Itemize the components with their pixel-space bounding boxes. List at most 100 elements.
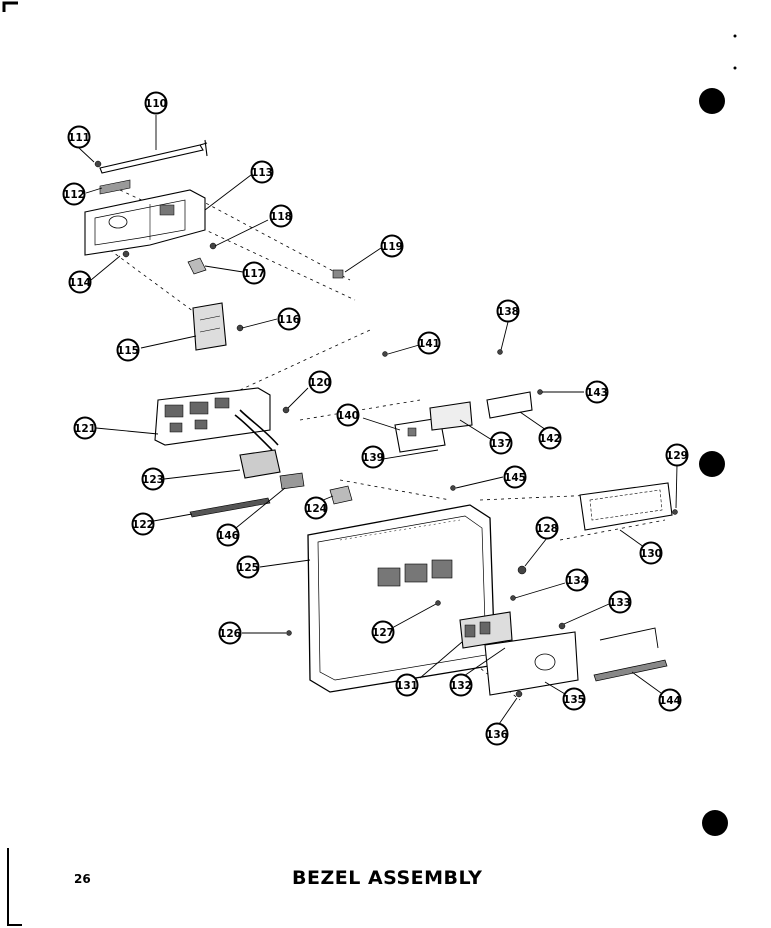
callout-138: 138 xyxy=(496,299,520,323)
part-door-bracket-assembly xyxy=(394,391,533,453)
callout-label: 137 xyxy=(490,438,512,450)
scan-marks xyxy=(2,1,737,926)
callout-label: 129 xyxy=(666,450,688,462)
callout-circle xyxy=(277,307,301,331)
parts-drawing xyxy=(78,115,678,728)
callout-circle xyxy=(141,467,165,491)
callout-122: 122 xyxy=(131,512,155,536)
part-sensor-block xyxy=(192,302,227,351)
callout-label: 138 xyxy=(497,306,519,318)
part-latch-plate xyxy=(484,631,579,696)
callout-131: 131 xyxy=(395,673,419,697)
callout-145: 145 xyxy=(503,465,527,489)
callout-label: 110 xyxy=(145,98,167,110)
callout-117: 117 xyxy=(242,261,266,285)
callout-circle xyxy=(449,673,473,697)
callout-circle xyxy=(417,331,441,355)
callout-circle xyxy=(489,431,513,455)
callout-label: 134 xyxy=(566,575,588,587)
callout-125: 125 xyxy=(236,555,260,579)
callout-123: 123 xyxy=(141,467,165,491)
callout-circle xyxy=(269,204,293,228)
part-switch-block xyxy=(459,611,513,649)
callout-label: 132 xyxy=(450,680,472,692)
callout-139: 139 xyxy=(361,445,385,469)
part-label-tag xyxy=(279,472,305,490)
callout-146: 146 xyxy=(216,523,240,547)
callout-label: 124 xyxy=(305,503,327,515)
callout-label: 146 xyxy=(217,530,239,542)
page-title: BEZEL ASSEMBLY xyxy=(292,867,483,889)
callout-135: 135 xyxy=(562,687,586,711)
binder-holes xyxy=(699,88,728,836)
callout-label: 128 xyxy=(536,523,558,535)
part-circuit-board xyxy=(154,387,279,451)
callout-label: 123 xyxy=(142,474,164,486)
callout-layer: 1101111121131141151161171181191201211221… xyxy=(62,91,689,746)
callout-136: 136 xyxy=(485,722,509,746)
callout-124: 124 xyxy=(304,496,328,520)
callout-label: 130 xyxy=(640,548,662,560)
binder-hole xyxy=(699,451,725,477)
callout-circle xyxy=(535,516,559,540)
callout-113: 113 xyxy=(250,160,274,184)
callout-circle xyxy=(503,465,527,489)
callout-114: 114 xyxy=(68,270,92,294)
callout-label: 112 xyxy=(63,189,85,201)
callout-circle xyxy=(395,673,419,697)
callout-121: 121 xyxy=(73,416,97,440)
callout-circle xyxy=(62,182,86,206)
callout-circle xyxy=(639,541,663,565)
callout-label: 114 xyxy=(69,277,91,289)
callout-label: 141 xyxy=(418,338,440,350)
callout-label: 113 xyxy=(251,167,273,179)
callout-circle xyxy=(308,370,332,394)
callout-120: 120 xyxy=(308,370,332,394)
callout-129: 129 xyxy=(665,443,689,467)
part-clip xyxy=(329,485,353,505)
callout-label: 143 xyxy=(586,387,608,399)
callout-label: 111 xyxy=(68,132,90,144)
callout-label: 144 xyxy=(659,695,681,707)
callout-111: 111 xyxy=(67,125,91,149)
callout-circle xyxy=(236,555,260,579)
callout-circle xyxy=(665,443,689,467)
callout-label: 142 xyxy=(539,433,561,445)
part-small-plate xyxy=(99,179,131,195)
callout-circle xyxy=(562,687,586,711)
callout-circle xyxy=(565,568,589,592)
callout-137: 137 xyxy=(489,431,513,455)
callout-circle xyxy=(131,512,155,536)
callout-label: 127 xyxy=(372,627,394,639)
callout-label: 136 xyxy=(486,729,508,741)
part-relay xyxy=(239,449,281,479)
callout-142: 142 xyxy=(538,426,562,450)
callout-144: 144 xyxy=(658,688,682,712)
callout-134: 134 xyxy=(565,568,589,592)
callout-circle xyxy=(216,523,240,547)
callout-circle xyxy=(658,688,682,712)
callout-circle xyxy=(73,416,97,440)
callout-label: 119 xyxy=(381,241,403,253)
leader-lines xyxy=(78,115,678,728)
part-connector xyxy=(332,269,344,279)
callout-label: 125 xyxy=(237,562,259,574)
callout-label: 115 xyxy=(117,345,139,357)
small-fasteners xyxy=(94,160,678,698)
callout-132: 132 xyxy=(449,673,473,697)
callout-circle xyxy=(371,620,395,644)
callout-circle xyxy=(116,338,140,362)
callout-label: 139 xyxy=(362,452,384,464)
callout-label: 126 xyxy=(219,628,241,640)
callout-circle xyxy=(496,299,520,323)
part-strip xyxy=(189,497,271,518)
callout-label: 131 xyxy=(396,680,418,692)
callout-126: 126 xyxy=(218,621,242,645)
part-display-window xyxy=(579,482,673,531)
callout-115: 115 xyxy=(116,338,140,362)
callout-133: 133 xyxy=(608,590,632,614)
callout-141: 141 xyxy=(417,331,441,355)
callout-circle xyxy=(250,160,274,184)
binder-hole xyxy=(699,88,725,114)
